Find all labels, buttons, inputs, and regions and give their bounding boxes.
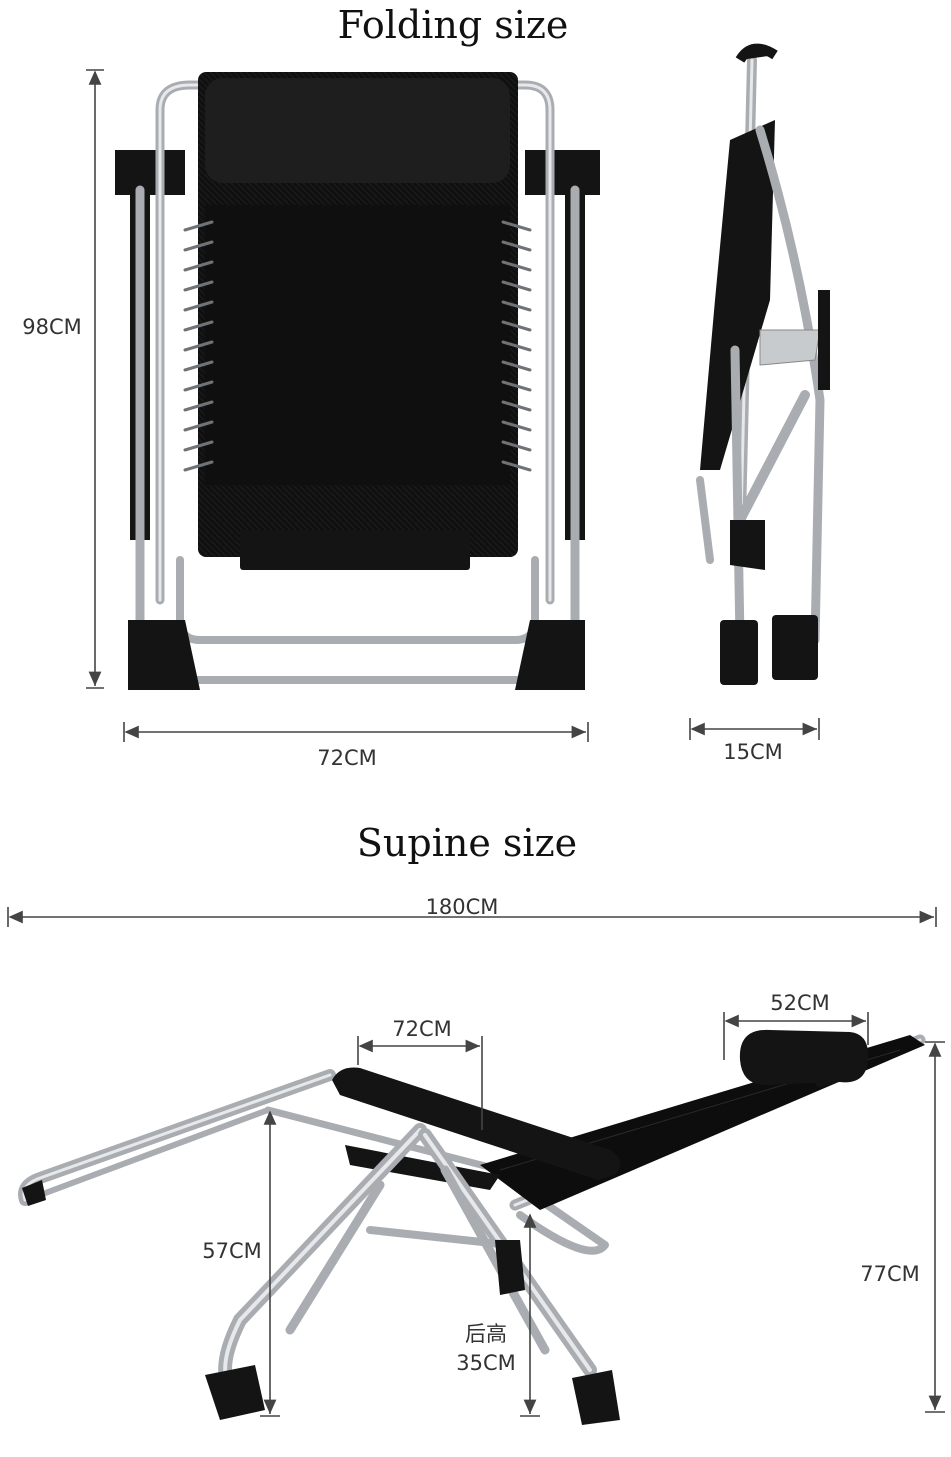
folded-width-dimension: 72CM [123,722,589,770]
head-height-label: 77CM [860,1262,920,1286]
folding-size-title: Folding size [338,3,569,47]
back-height-label: 35CM [456,1351,516,1375]
folded-width-label: 72CM [317,746,377,770]
armrest-width-label: 72CM [392,1017,452,1041]
supine-size-title: Supine size [357,821,577,865]
back-height-dimension: 后高 35CM [456,1213,540,1417]
headrest-length-label: 52CM [770,991,830,1015]
seat-height-label: 57CM [202,1239,262,1263]
total-length-label: 180CM [426,895,499,919]
armrest-width-dimension: 72CM [357,1017,483,1130]
folded-chair-front-view [115,72,600,690]
reclined-chair [18,1029,926,1425]
folded-height-dimension: 98CM [22,69,104,689]
folded-chair-side-view [696,43,830,685]
folded-height-label: 98CM [22,315,82,339]
head-height-dimension: 77CM [860,1041,945,1413]
folded-depth-dimension: 15CM [689,718,820,764]
folded-depth-label: 15CM [723,740,783,764]
back-height-caption: 后高 [465,1322,507,1346]
seat-height-dimension: 57CM [202,1110,280,1417]
total-length-dimension: 180CM [7,895,937,927]
headrest-length-dimension: 52CM [723,991,869,1060]
